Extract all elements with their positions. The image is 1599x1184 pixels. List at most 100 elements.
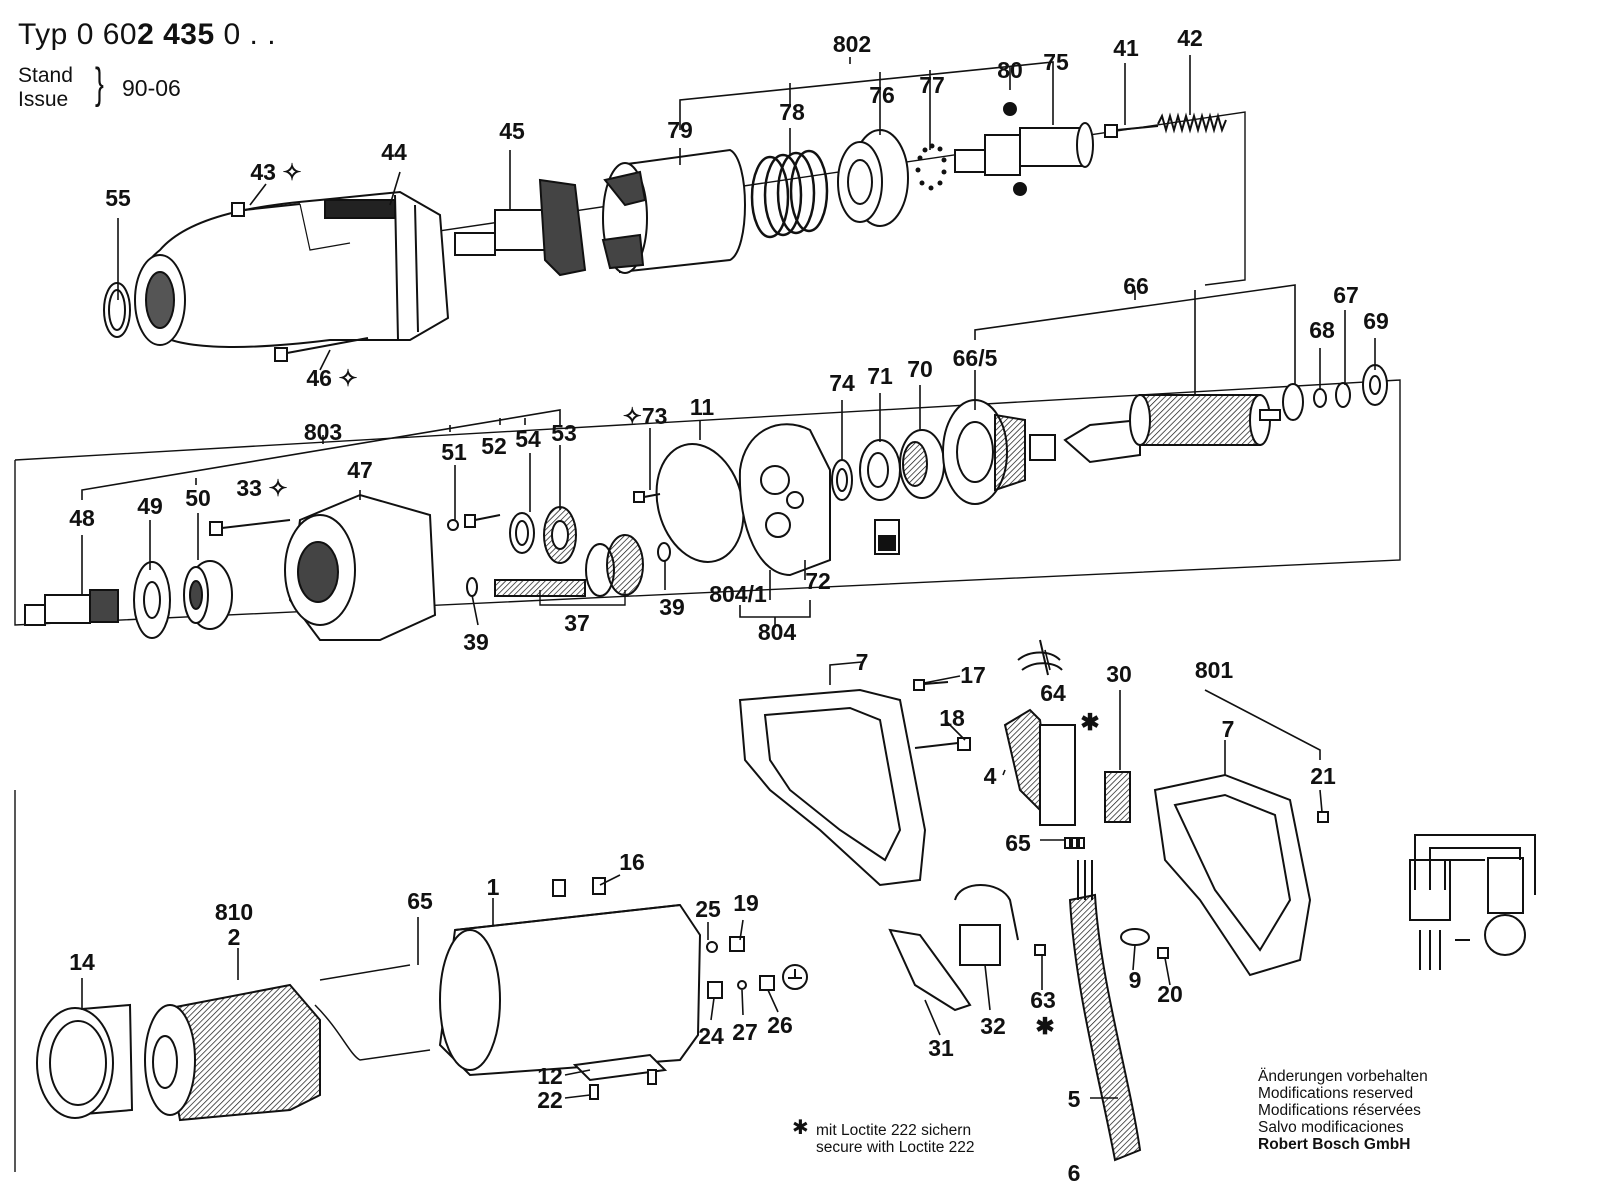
label-54: 54 (515, 426, 541, 452)
label-71: 71 (867, 363, 893, 389)
part-76-clutch-disc (837, 129, 909, 227)
leader-lines-row4 (81, 874, 1171, 1099)
label-star-top: ✱ (1080, 709, 1099, 735)
label-50: 50 (185, 485, 211, 511)
bracket-803 (81, 409, 561, 500)
label-7-right: 7 (1222, 716, 1235, 742)
loctite-de: mit Loctite 222 sichern (816, 1122, 972, 1139)
part-1-housing (438, 903, 702, 1077)
label-77: 77 (919, 72, 945, 98)
leader-lines-row2b (81, 445, 811, 628)
label-69: 69 (1363, 308, 1389, 334)
modifications-fr: Modifications réservées (1258, 1102, 1421, 1119)
wiring-schematic (1409, 834, 1536, 970)
typ-number-a: 0 60 (76, 18, 138, 51)
issue-label: Issue (18, 88, 69, 111)
part-51-52-screws (447, 514, 501, 531)
part-64-cable-clip (1017, 639, 1063, 676)
part-30-pad (1104, 771, 1131, 823)
label-803: 803 (304, 419, 342, 445)
part-79-clutch-sleeve (601, 148, 746, 274)
leader-lines-row3 (923, 649, 1323, 841)
part-53-gear (543, 506, 577, 564)
part-5-cable (1068, 860, 1142, 1162)
label-801: 801 (1195, 657, 1234, 683)
part-70-bearing-seat (899, 429, 945, 499)
label-6: 6 (1068, 1160, 1081, 1184)
part-41-pin (1104, 124, 1159, 138)
part-63-screw (1034, 944, 1046, 956)
label-39-left: 39 (463, 629, 489, 655)
part-47-gear-housing (284, 493, 437, 641)
part-45-spindle (454, 178, 587, 277)
part-71-bearing (859, 439, 901, 501)
part-17-18-screws (913, 679, 971, 751)
part-49-plate (133, 561, 171, 639)
label-25: 25 (695, 896, 721, 922)
part-78-spring (750, 149, 829, 239)
label-4: 4 (984, 763, 997, 789)
label-66-5: 66/5 (953, 345, 998, 371)
label-66: 66 (1123, 273, 1149, 299)
label-26: 26 (767, 1012, 793, 1038)
modifications-en: Modifications reserved (1258, 1085, 1414, 1102)
label-1: 1 (487, 874, 500, 900)
label-20: 20 (1157, 981, 1183, 1007)
label-21: 21 (1310, 763, 1336, 789)
part-43-screw (231, 202, 351, 251)
part-leads (314, 964, 431, 1061)
label-22: 22 (537, 1087, 563, 1113)
part-55-washer (103, 282, 131, 338)
part-31-plate (888, 928, 972, 1012)
part-77-balls (915, 143, 947, 191)
stand-issue-label: Stand Issue (18, 64, 73, 112)
part-4-switch (1003, 708, 1076, 826)
label-46: 46 ✧ (306, 365, 357, 391)
part-2-field-coil (144, 983, 321, 1122)
part-44-gear-housing (134, 190, 450, 348)
label-5: 5 (1068, 1086, 1081, 1112)
label-68: 68 (1309, 317, 1335, 343)
label-78: 78 (779, 99, 805, 125)
label-30: 30 (1106, 661, 1132, 687)
leader-lines-row2a (649, 310, 1376, 490)
part-7-handle-half-right (1153, 773, 1312, 977)
label-24: 24 (698, 1023, 724, 1049)
label-802: 802 (833, 31, 871, 57)
part-75-shaft (954, 102, 1094, 196)
part-bearing-symbol (874, 519, 900, 555)
part-37-gear-shaft (494, 534, 644, 606)
label-49: 49 (137, 493, 163, 519)
label-52: 52 (481, 433, 507, 459)
typ-suffix: 0 . . (223, 18, 277, 51)
label-63: 63 (1030, 987, 1056, 1013)
part-21-screw (1317, 811, 1329, 823)
label-67: 67 (1333, 282, 1359, 308)
label-2: 2 (228, 924, 241, 950)
label-72: 72 (805, 568, 831, 594)
part-804-1-bearing-plate (738, 423, 831, 577)
label-12: 12 (537, 1063, 563, 1089)
part-32-capacitor (954, 884, 1019, 966)
label-41: 41 (1113, 35, 1139, 61)
part-42-spring (1157, 112, 1227, 134)
label-76: 76 (869, 82, 895, 108)
label-19: 19 (733, 890, 759, 916)
label-14: 14 (69, 949, 95, 975)
issue-date: 90-06 (122, 75, 181, 101)
part-54-ring (509, 512, 535, 554)
type-number: Typ 0 602 435 0 . . (18, 18, 276, 52)
label-75: 75 (1043, 49, 1069, 75)
bracket-802 (679, 57, 1054, 130)
label-80: 80 (997, 57, 1023, 83)
label-42: 42 (1177, 25, 1203, 51)
label-16: 16 (619, 849, 645, 875)
label-11: 11 (690, 394, 715, 420)
part-33-screw (209, 519, 291, 536)
label-73: ✧73 (623, 403, 668, 429)
part-16-screws (552, 877, 606, 897)
typ-prefix: Typ (18, 18, 68, 51)
modifications-note: Änderungen vorbehalten Modifications res… (1258, 1068, 1428, 1153)
part-50-bearing (183, 560, 233, 630)
star-icon: ✱ (792, 1117, 809, 1139)
